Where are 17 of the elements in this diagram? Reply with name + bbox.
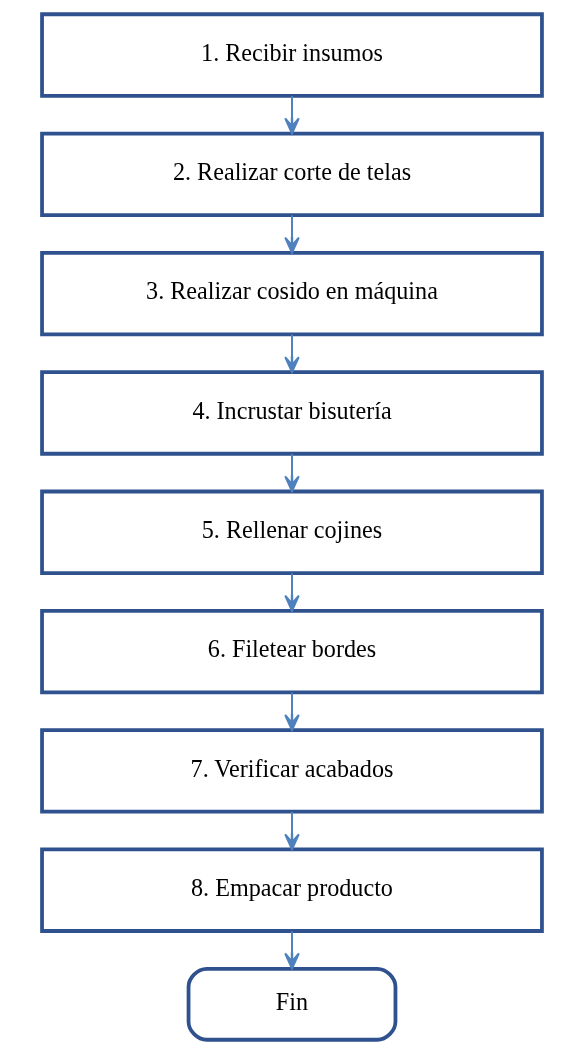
node-box: 5. Rellenar cojines [40, 489, 544, 575]
node-box: 4. Incrustar bisutería [40, 370, 544, 456]
arrow [284, 214, 300, 254]
arrow [284, 333, 300, 374]
node-box: 3. Realizar cosido en máquina [40, 251, 544, 337]
arrow [284, 691, 300, 732]
arrow [284, 810, 300, 851]
arrow [284, 930, 300, 970]
arrow [284, 94, 300, 135]
node-box: Fin [186, 966, 398, 1042]
arrow [284, 572, 300, 612]
node-box: 2. Realizar corte de telas [40, 131, 544, 217]
node-box: 6. Filetear bordes [40, 608, 544, 695]
node-box: 7. Verificar acabados [40, 728, 544, 814]
arrow [284, 452, 300, 493]
node-box: 8. Empacar producto [40, 847, 544, 933]
node-box: 1. Recibir insumos [40, 12, 544, 98]
